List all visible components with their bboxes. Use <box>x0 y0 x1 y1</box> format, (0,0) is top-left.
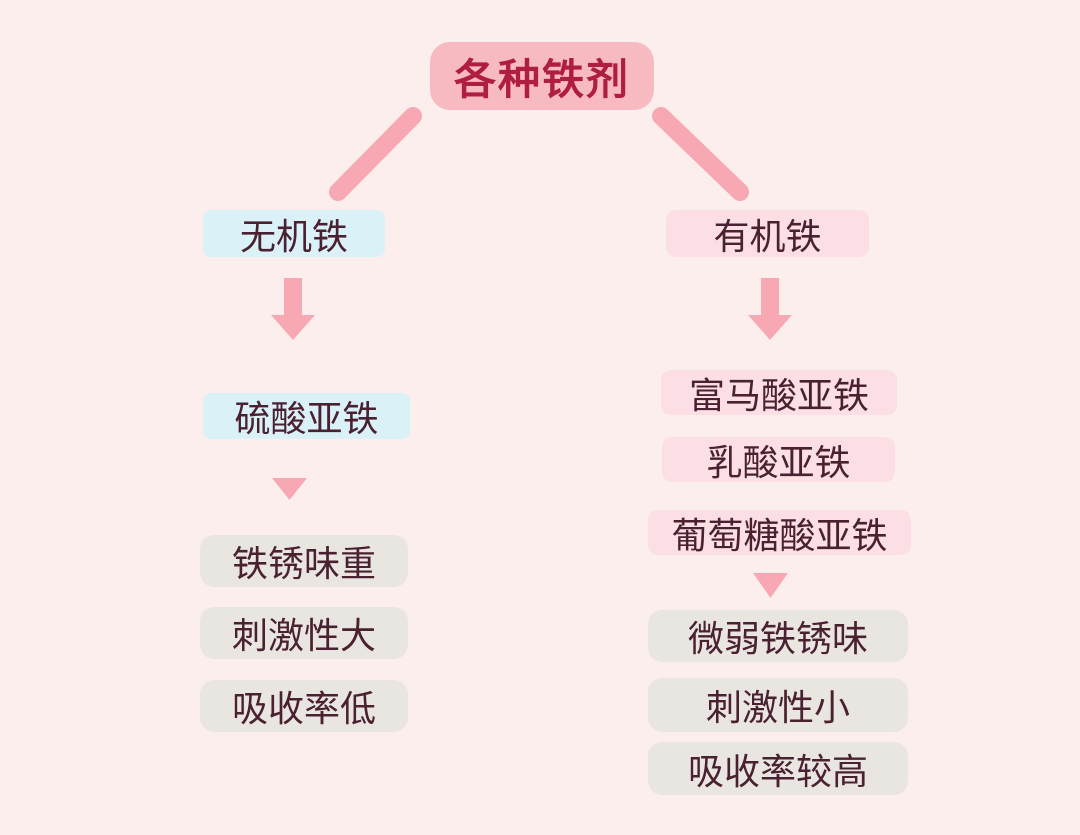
trait-less-irritating: 刺激性小 <box>648 678 908 732</box>
trait-slight-rust-taste: 微弱铁锈味 <box>648 610 908 662</box>
trait-low-absorption: 吸收率低 <box>200 680 408 732</box>
root-node-title: 各种铁剂 <box>430 42 654 110</box>
triangle-down-right-icon <box>753 573 788 598</box>
down-arrow-left-icon <box>271 278 315 340</box>
down-arrow-right-icon <box>748 278 792 340</box>
branch-label-inorganic-iron: 无机铁 <box>203 210 385 257</box>
branch-label-organic-iron: 有机铁 <box>666 210 869 257</box>
type-ferrous-gluconate: 葡萄糖酸亚铁 <box>648 510 911 556</box>
type-ferrous-lactate: 乳酸亚铁 <box>662 437 895 483</box>
branch-line-right <box>652 107 749 201</box>
type-ferrous-fumarate: 富马酸亚铁 <box>661 370 897 416</box>
branch-line-left <box>329 107 422 201</box>
trait-highly-irritating: 刺激性大 <box>200 607 408 659</box>
triangle-down-left-icon <box>272 478 307 500</box>
type-ferrous-sulfate: 硫酸亚铁 <box>203 393 410 439</box>
trait-strong-rust-taste: 铁锈味重 <box>200 535 408 587</box>
trait-higher-absorption: 吸收率较高 <box>648 742 908 795</box>
